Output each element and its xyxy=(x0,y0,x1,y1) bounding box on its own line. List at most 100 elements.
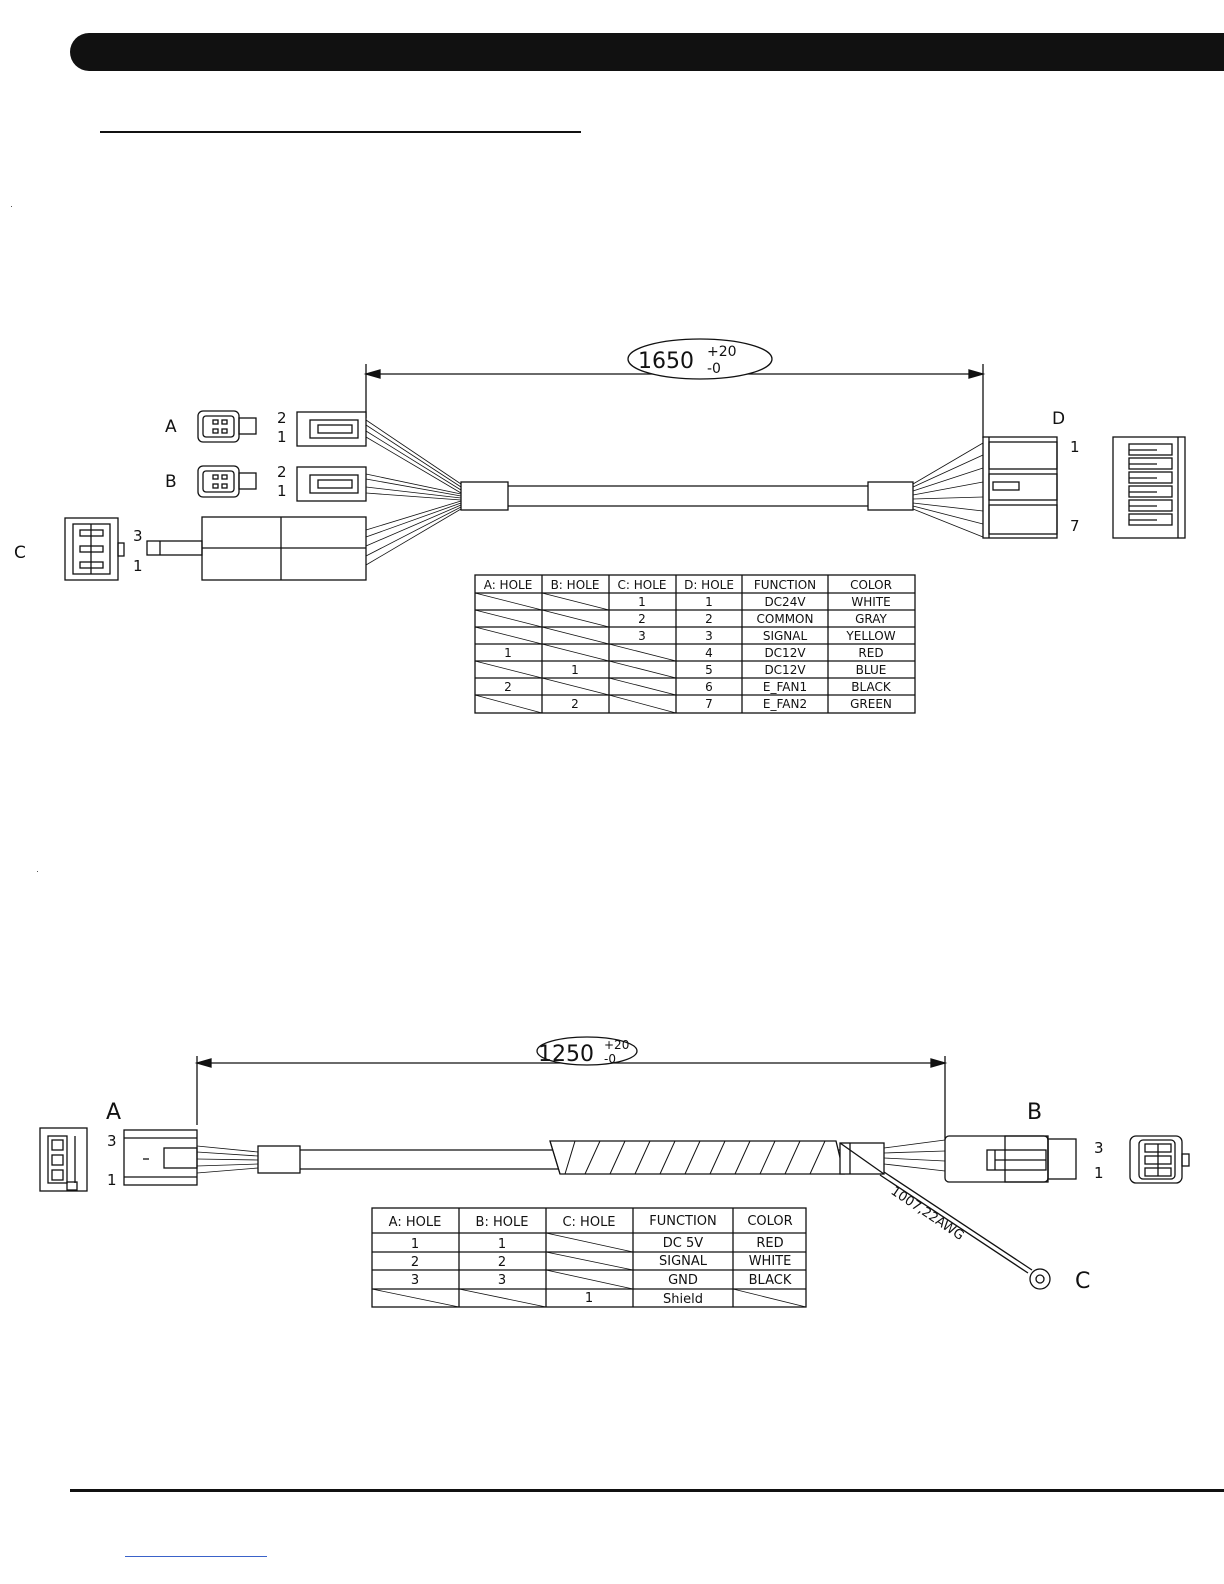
ground-wire: 1007,22AWG xyxy=(879,1171,1051,1290)
diagram-1-harness: 1650 +20 -0 xyxy=(14,338,1186,714)
t1-cell: E_FAN2 xyxy=(763,697,807,711)
connector-a-2: A 3 1 xyxy=(39,1100,198,1192)
t1-cell: GRAY xyxy=(855,612,887,626)
pin-b-top: 2 xyxy=(277,463,287,481)
t1-cell: SIGNAL xyxy=(763,629,808,643)
t2-cell: BLACK xyxy=(749,1273,792,1288)
t1-cell: 3 xyxy=(705,629,713,643)
t1-cell: 2 xyxy=(638,612,646,626)
t1-header: FUNCTION xyxy=(754,578,816,592)
pin-b2-top: 3 xyxy=(1094,1139,1104,1157)
t1-cell: 4 xyxy=(705,646,713,660)
t2-cell: 3 xyxy=(498,1273,506,1288)
dimension-1650: 1650 +20 -0 xyxy=(363,338,986,438)
margin-mark xyxy=(11,206,12,207)
t2-header: C: HOLE xyxy=(562,1215,615,1230)
t2-cell: 1 xyxy=(585,1291,593,1306)
header-bar xyxy=(70,33,1224,71)
pin-d-top: 1 xyxy=(1070,438,1080,456)
t2-cell: SIGNAL xyxy=(659,1254,708,1269)
t1-header: COLOR xyxy=(850,578,892,592)
t1-cell: WHITE xyxy=(851,595,890,609)
t1-cell: 5 xyxy=(705,663,713,677)
t1-header: D: HOLE xyxy=(684,578,734,592)
label-a1: A xyxy=(165,417,177,437)
pinout-table-1: A: HOLE B: HOLE C: HOLE D: HOLE FUNCTION… xyxy=(474,574,916,714)
t1-cell: RED xyxy=(858,646,883,660)
t1-cell: 2 xyxy=(571,697,579,711)
margin-mark xyxy=(37,871,38,872)
pin-b2-bottom: 1 xyxy=(1094,1164,1104,1182)
dim1-plus: +20 xyxy=(707,344,737,360)
t1-cell: YELLOW xyxy=(845,629,895,643)
wire-spec: 1007,22AWG xyxy=(888,1184,967,1244)
t2-cell: GND xyxy=(668,1273,698,1288)
pinout-table-2: A: HOLE B: HOLE C: HOLE FUNCTION COLOR 1… xyxy=(371,1207,807,1308)
t2-cell: RED xyxy=(756,1236,783,1251)
pin-d-bottom: 7 xyxy=(1070,517,1080,535)
title-underline xyxy=(100,131,581,133)
left-wires-2 xyxy=(196,1145,259,1174)
t1-cell: DC12V xyxy=(764,646,806,660)
left-wires xyxy=(365,419,462,566)
label-b1: B xyxy=(165,472,177,492)
pin-a-top: 2 xyxy=(277,409,287,427)
t1-cell: BLACK xyxy=(851,680,892,694)
dim1-minus: -0 xyxy=(707,361,721,377)
dim2-value: 1250 xyxy=(538,1042,594,1067)
right-wires xyxy=(912,442,984,538)
t1-cell: 1 xyxy=(705,595,713,609)
dimension-1250: 1250 +20 -0 xyxy=(194,1036,948,1140)
t2-cell: Shield xyxy=(663,1292,703,1307)
connector-b-2: B 3 1 xyxy=(944,1100,1190,1184)
label-b2: B xyxy=(1027,1100,1042,1125)
t1-cell: 7 xyxy=(705,697,713,711)
t1-cell: BLUE xyxy=(856,663,887,677)
label-c2: C xyxy=(1075,1269,1090,1294)
main-cable-2 xyxy=(257,1140,885,1175)
right-wires-2 xyxy=(883,1139,946,1172)
t1-header: B: HOLE xyxy=(551,578,600,592)
footer-rule xyxy=(70,1489,1224,1492)
t1-cell: DC24V xyxy=(764,595,806,609)
pin-a-bottom: 1 xyxy=(277,428,287,446)
connector-b: B 2 1 xyxy=(165,463,367,502)
dim2-plus: +20 xyxy=(604,1038,629,1052)
connector-d: D 1 7 xyxy=(982,409,1186,539)
t1-cell: 3 xyxy=(638,629,646,643)
t2-header: A: HOLE xyxy=(389,1215,442,1230)
t1-cell: GREEN xyxy=(850,697,892,711)
t2-cell: DC 5V xyxy=(663,1236,703,1251)
t1-cell: 6 xyxy=(705,680,713,694)
label-a2: A xyxy=(106,1100,121,1125)
t1-header: C: HOLE xyxy=(618,578,667,592)
t2-cell: 2 xyxy=(498,1255,506,1270)
t2-header: FUNCTION xyxy=(649,1214,717,1229)
t1-cell: 1 xyxy=(504,646,512,660)
pin-a2-bottom: 1 xyxy=(107,1171,117,1189)
t2-cell: 1 xyxy=(498,1237,506,1252)
connector-c: C 3 1 xyxy=(14,516,367,581)
label-c1: C xyxy=(14,543,26,563)
t1-cell: COMMON xyxy=(757,612,814,626)
dim2-minus: -0 xyxy=(604,1052,616,1066)
t1-cell: DC12V xyxy=(764,663,806,677)
t1-cell: 1 xyxy=(571,663,579,677)
dim1-value: 1650 xyxy=(638,349,694,374)
t1-cell: 1 xyxy=(638,595,646,609)
pin-a2-top: 3 xyxy=(107,1132,117,1150)
t1-cell: 2 xyxy=(504,680,512,694)
t2-header: B: HOLE xyxy=(476,1215,529,1230)
diagram-2-harness: 1250 +20 -0 xyxy=(39,1036,1190,1308)
t1-cell: 2 xyxy=(705,612,713,626)
pin-c-bottom: 1 xyxy=(133,557,143,575)
t2-cell: WHITE xyxy=(749,1254,792,1269)
t1-header: A: HOLE xyxy=(484,578,533,592)
footer-link-underline[interactable] xyxy=(125,1556,267,1557)
t1-cell: E_FAN1 xyxy=(763,680,807,694)
connector-a: A 2 1 xyxy=(165,409,367,447)
main-cable xyxy=(460,481,914,511)
pin-b-bottom: 1 xyxy=(277,482,287,500)
label-d: D xyxy=(1052,409,1065,429)
